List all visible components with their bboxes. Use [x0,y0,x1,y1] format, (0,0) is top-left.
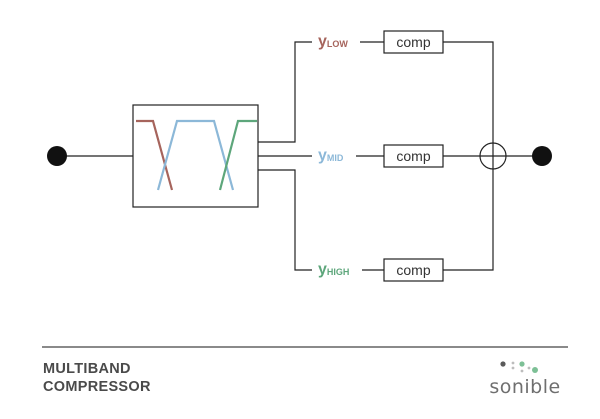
high-band-label: yHIGH [318,261,349,278]
footer-title-line1: MULTIBAND [43,361,131,377]
comp-label: comp [396,262,430,278]
low-comp-block: comp [383,30,444,54]
brand-name: sonible [489,376,561,398]
low-band-label: yLOW [318,33,348,50]
mid-band-curve [156,119,235,191]
high-branch-line [258,169,312,271]
low-band-curve [136,119,174,191]
input-node [47,146,67,166]
low-branch-line [258,41,312,143]
band-symbol: y [318,147,327,164]
footer-divider [42,346,568,348]
comp-label: comp [396,148,430,164]
high-output-line [443,169,494,271]
multiband-diagram: yLOW yMID yHIGH comp comp comp [47,30,552,282]
footer-title-line2: COMPRESSOR [43,379,151,395]
band-subscript: MID [327,153,344,163]
svg-text:yHIGH: yHIGH [318,261,349,278]
svg-text:yMID: yMID [318,147,344,164]
low-output-line [443,41,494,143]
sonible-logo: sonible [482,358,568,402]
band-symbol: y [318,33,327,50]
mid-comp-block: comp [383,144,444,168]
comp-label: comp [396,34,430,50]
mid-band-label: yMID [318,147,344,164]
band-subscript: LOW [327,39,348,49]
logo-dots-icon [500,361,538,373]
band-subscript: HIGH [327,267,350,277]
footer-title: MULTIBAND COMPRESSOR [43,360,151,396]
band-symbol: y [318,261,327,278]
high-comp-block: comp [383,258,444,282]
high-band-curve [218,119,257,191]
svg-text:yLOW: yLOW [318,33,348,50]
filter-curves [136,119,257,191]
output-node [532,146,552,166]
summing-junction [479,142,507,170]
